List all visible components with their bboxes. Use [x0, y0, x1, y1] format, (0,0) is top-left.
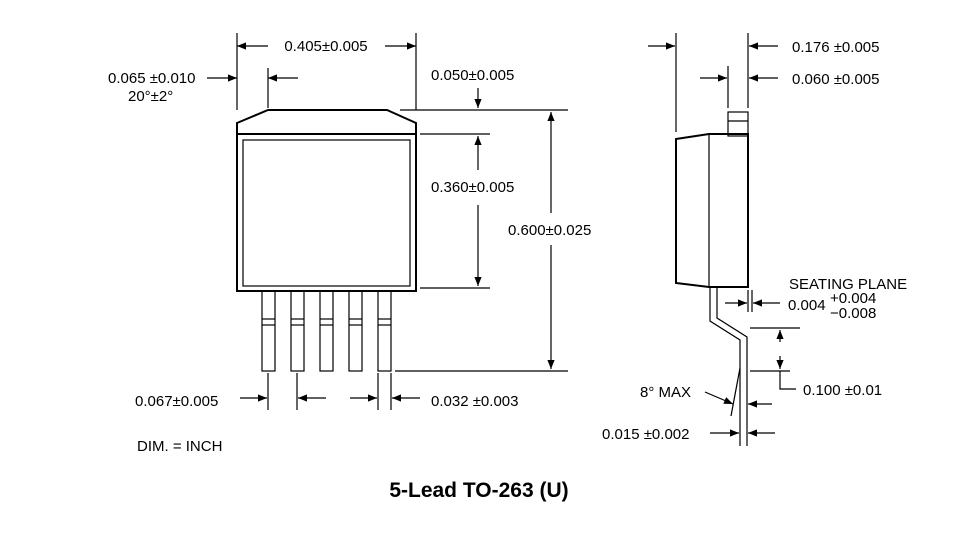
dim-body-height-label: 0.360±0.005: [431, 179, 514, 196]
lead-2: [290, 290, 305, 372]
dim-lead-bend: 0.100 ±0.01: [750, 327, 882, 399]
dim-total-height: 0.600±0.025: [395, 112, 591, 372]
dim-tab-thickness-label: 0.060 ±0.005: [792, 71, 879, 88]
side-view: 0.176 ±0.005 0.060 ±0.005 SEATING PLANE …: [602, 33, 907, 446]
dim-total-thickness: 0.176 ±0.005: [648, 33, 879, 132]
front-view: 0.405±0.005 0.065 ±0.010 20°±2° 0.050±0.…: [108, 33, 591, 455]
dim-top-step-label: 0.050±0.005: [431, 67, 514, 84]
heat-tab: [727, 111, 749, 137]
lead-4: [348, 290, 363, 372]
dim-leads: 0.067±0.005 0.032 ±0.003: [135, 373, 518, 410]
dim-width: 0.405±0.005: [236, 33, 417, 110]
dim-total-height-label: 0.600±0.025: [508, 222, 591, 239]
package-body-outline: [236, 109, 417, 292]
dim-width-label: 0.405±0.005: [284, 38, 367, 55]
standoff-minus-label: −0.008: [830, 305, 876, 322]
seating-plane-label: SEATING PLANE: [789, 276, 907, 293]
drawing-title: 5-Lead TO-263 (U): [389, 479, 568, 502]
dim-total-thickness-label: 0.176 ±0.005: [792, 39, 879, 56]
dim-tab-thickness: 0.060 ±0.005: [700, 66, 879, 108]
dim-bend-angle: 8° MAX: [640, 367, 741, 417]
units-note: DIM. = INCH: [137, 438, 222, 455]
lead-1: [261, 290, 276, 372]
dim-top-step: 0.050±0.005: [400, 67, 568, 135]
dim-chamfer: 0.065 ±0.010 20°±2°: [108, 68, 298, 108]
dim-lead-width-label: 0.032 ±0.003: [431, 393, 518, 410]
lead-5: [377, 290, 392, 372]
dim-chamfer-angle-label: 20°±2°: [128, 88, 173, 105]
dim-standoff: SEATING PLANE 0.004 +0.004 −0.008: [725, 276, 907, 322]
leads: [261, 290, 392, 372]
dim-chamfer-label: 0.065 ±0.010: [108, 70, 195, 87]
dim-lead-bend-label: 0.100 ±0.01: [803, 382, 882, 399]
side-lead: [709, 287, 748, 371]
dim-body-height: 0.360±0.005: [420, 136, 514, 289]
dim-lead-thickness: 0.015 ±0.002: [602, 371, 775, 446]
lead-3: [319, 290, 334, 372]
dim-lead-pitch-label: 0.067±0.005: [135, 393, 218, 410]
dim-bend-angle-label: 8° MAX: [640, 384, 691, 401]
dim-lead-thickness-label: 0.015 ±0.002: [602, 426, 689, 443]
standoff-nominal-label: 0.004: [788, 297, 826, 314]
die-area: [242, 139, 411, 287]
side-body-outline: [675, 133, 749, 288]
standoff-plus-label: +0.004: [830, 290, 876, 307]
